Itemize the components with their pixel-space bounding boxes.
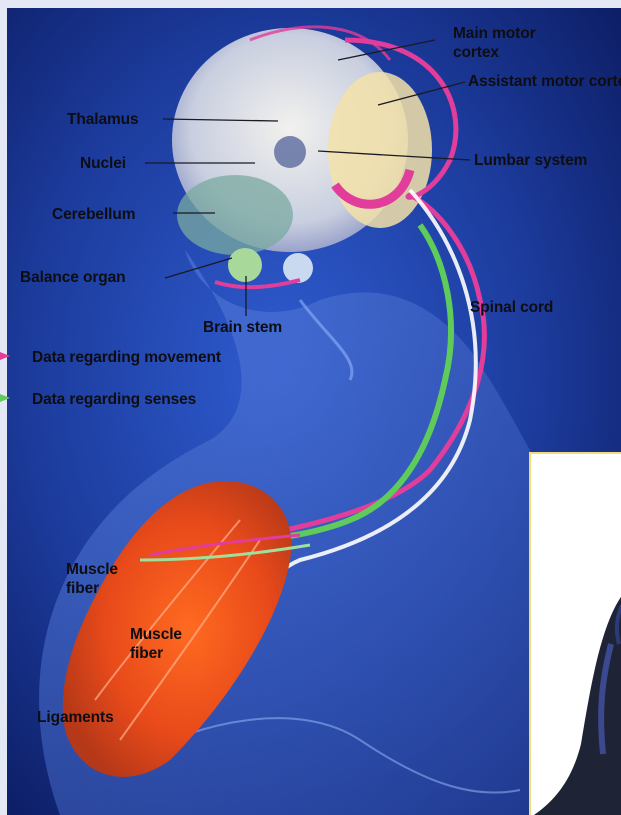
label-assistant-motor-cortex: Assistant motor corte: [468, 72, 621, 91]
label-muscle-fiber-1: Muscle fiber: [66, 560, 146, 598]
balance-organ-shape: [228, 248, 262, 282]
label-balance-organ: Balance organ: [20, 268, 126, 287]
legend-movement-label: Data regarding movement: [32, 348, 221, 367]
label-brain-stem: Brain stem: [203, 318, 282, 337]
label-ligaments: Ligaments: [37, 708, 114, 727]
legend-senses-label: Data regarding senses: [32, 390, 196, 409]
label-lumbar-system: Lumbar system: [474, 151, 587, 170]
cerebellum-shape: [177, 175, 293, 255]
thalamus-core: [274, 136, 306, 168]
label-nuclei: Nuclei: [80, 154, 126, 173]
inset-photo-figure: [531, 454, 621, 815]
label-muscle-fiber-2: Muscle fiber: [130, 625, 210, 663]
label-main-motor-cortex: Main motor cortex: [453, 24, 573, 62]
label-thalamus: Thalamus: [67, 110, 139, 129]
label-cerebellum: Cerebellum: [52, 205, 135, 224]
label-spinal-cord: Spinal cord: [470, 298, 553, 317]
inset-photo: [529, 452, 621, 815]
